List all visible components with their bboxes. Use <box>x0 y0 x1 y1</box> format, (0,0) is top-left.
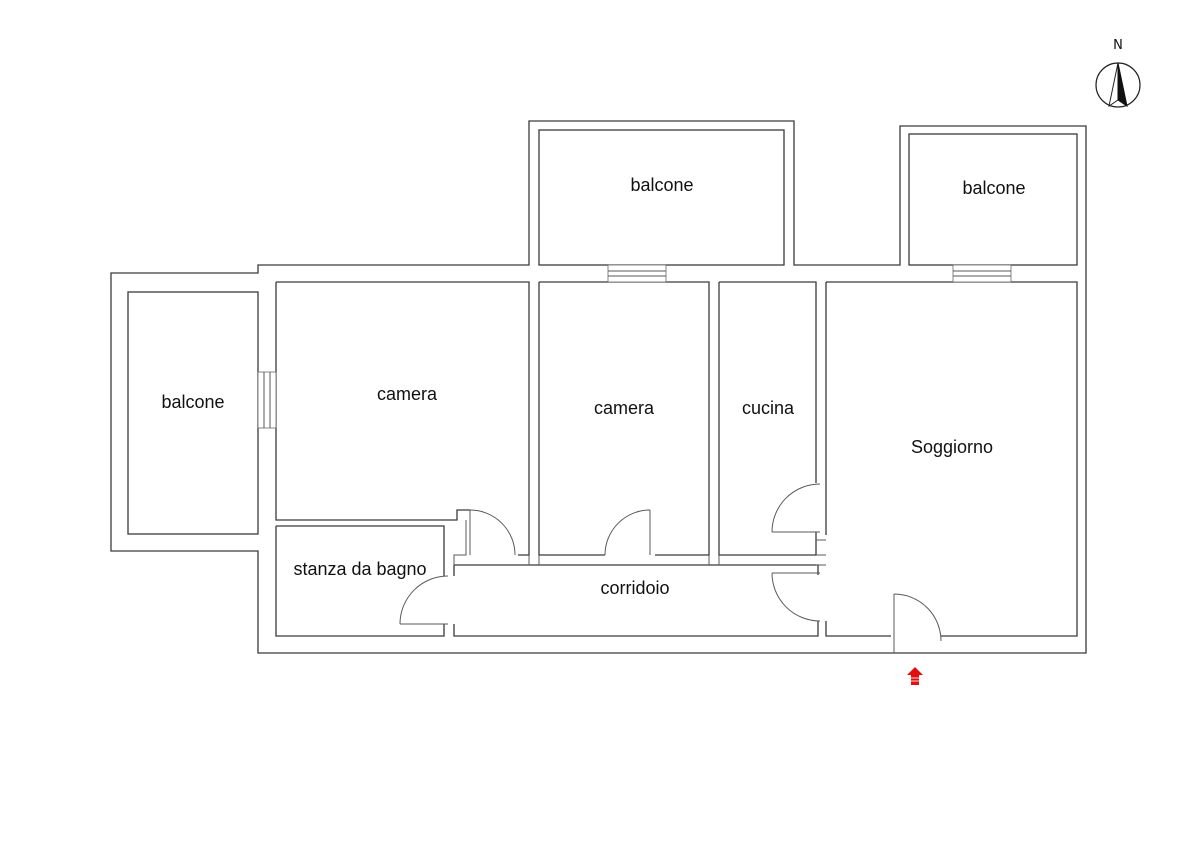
cucina-outline <box>718 281 817 556</box>
room-label-balcone-north-east: balcone <box>962 178 1025 198</box>
room-label-camera-2: camera <box>594 398 655 418</box>
balcone-north-east-outline <box>908 133 1078 266</box>
balcone-west-outline <box>127 291 259 535</box>
door-cucina <box>771 483 821 533</box>
door-camera-1 <box>469 509 516 556</box>
outer-wall <box>110 120 1087 654</box>
entrance-arrow-icon <box>907 667 923 685</box>
bagno-outline <box>275 525 445 637</box>
soggiorno-outline <box>825 281 1078 637</box>
inner-wall-lines <box>453 520 826 566</box>
camera-1-outline <box>275 281 530 556</box>
door-camera-2 <box>604 509 651 556</box>
room-label-balcone-west: balcone <box>161 392 224 412</box>
balcone-north-center-outline <box>538 129 785 266</box>
window-north-east <box>952 264 1012 283</box>
room-label-soggiorno: Soggiorno <box>911 437 993 457</box>
room-label-camera-1: camera <box>377 384 438 404</box>
window-west <box>257 371 277 429</box>
room-label-bagno: stanza da bagno <box>293 559 426 579</box>
camera-2-outline <box>538 281 710 556</box>
door-bagno <box>399 575 449 625</box>
door-soggiorno <box>771 572 821 622</box>
corridoio-outline <box>453 564 819 637</box>
north-arrow-icon <box>1095 62 1141 108</box>
room-label-cucina: cucina <box>742 398 795 418</box>
north-label: N <box>1113 38 1123 53</box>
window-north-center <box>607 264 667 283</box>
room-label-corridoio: corridoio <box>600 578 669 598</box>
door-entrance <box>893 593 942 653</box>
room-label-balcone-north-center: balcone <box>630 175 693 195</box>
